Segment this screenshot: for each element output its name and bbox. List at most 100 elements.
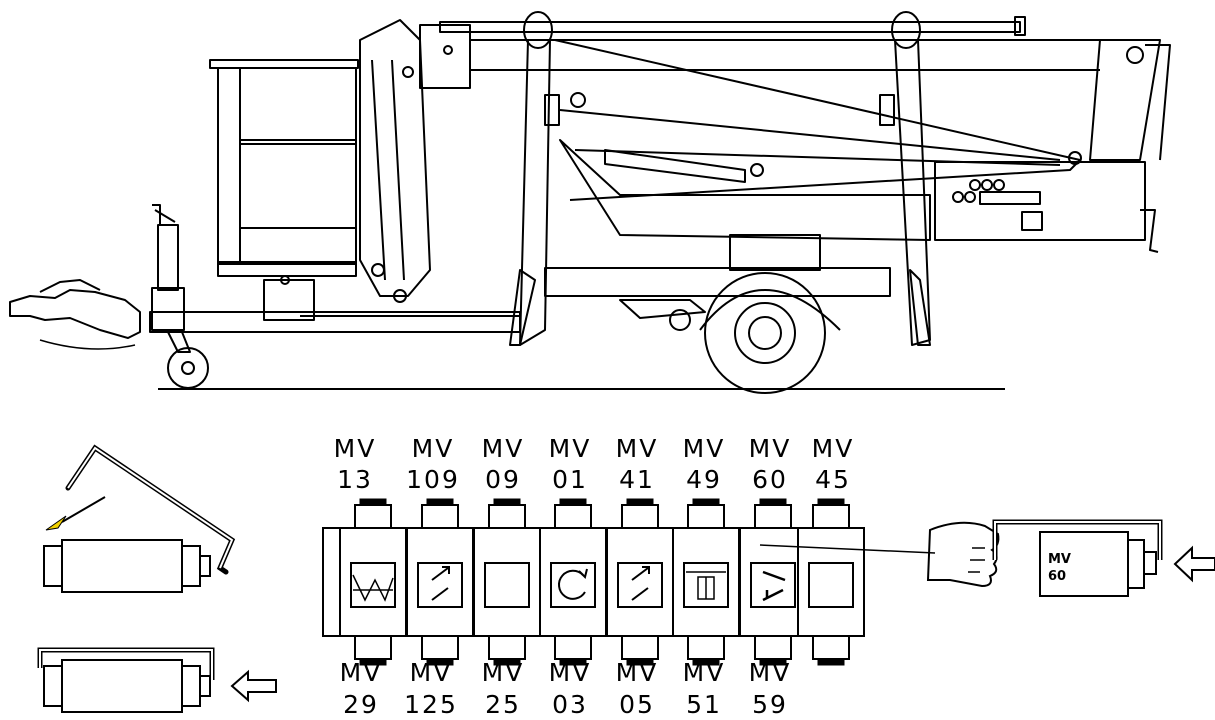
rotation-arrowhead	[578, 568, 588, 579]
valve-label-prefix: MV	[482, 658, 525, 687]
outrigger-lines	[686, 571, 726, 599]
coil-ribbing	[817, 658, 845, 666]
hitch-handle	[39, 279, 101, 293]
coil-ribbing	[692, 498, 720, 506]
valve-label-number: 29	[343, 690, 379, 719]
arrow-pictogram	[631, 566, 650, 601]
valve-label-number: 03	[552, 690, 588, 719]
lever-instruction-top	[43, 444, 236, 593]
trailer-lift-illustration	[9, 11, 1171, 394]
suspension	[619, 299, 706, 319]
arrow-pictogram	[431, 566, 450, 601]
coil-ribbing	[817, 498, 845, 506]
valve-label-number: 109	[406, 465, 460, 494]
valve-label-prefix: MV	[683, 658, 726, 687]
control-box	[934, 161, 1146, 241]
lever-instruction-bottom	[37, 647, 277, 713]
coil-ribbing	[359, 498, 387, 506]
rear-post-bracket	[879, 94, 895, 126]
coil-bottom	[354, 635, 392, 660]
coil-left-b	[43, 665, 63, 707]
front-post-bracket	[544, 94, 560, 126]
rear-arm-pin	[1126, 46, 1144, 64]
coil-right-a	[181, 545, 201, 587]
manual-coil	[1127, 539, 1145, 589]
coil-left-a	[43, 545, 63, 587]
manual-lever-side-inner	[994, 521, 1161, 560]
jockey-clamp	[151, 287, 185, 331]
blank-icon	[808, 562, 854, 608]
valve-label-number: 25	[485, 690, 521, 719]
lever-inner	[67, 446, 234, 569]
valve-label-prefix: MV	[482, 434, 525, 463]
jib-pin	[443, 45, 453, 55]
coil-ribbing	[426, 658, 454, 666]
boom-end-cap	[1014, 16, 1026, 36]
coil-bottom	[621, 635, 659, 660]
valve-section	[739, 498, 807, 666]
manual-override-instruction	[759, 519, 1215, 597]
coil-ribbing	[692, 658, 720, 666]
pivot-3	[393, 289, 407, 303]
coil-top	[488, 504, 526, 529]
valve-label-prefix: MV	[812, 434, 855, 463]
basket-top-rail	[209, 59, 359, 69]
coil-top	[421, 504, 459, 529]
valve-label-number: 13	[337, 465, 373, 494]
hitch-cable	[39, 339, 136, 350]
coil-ribbing	[493, 498, 521, 506]
manual-lever-icon	[65, 444, 236, 575]
valve-label-number: 51	[686, 690, 722, 719]
valve-body-side-b	[61, 659, 183, 713]
push-arrow-icon	[1173, 545, 1215, 583]
valve-label-prefix: MV	[334, 434, 377, 463]
valve-section	[473, 498, 541, 666]
manual-plug	[1143, 551, 1157, 575]
pointer-line	[759, 544, 936, 554]
rotation-arc	[558, 569, 586, 600]
valve-label-number: 125	[404, 690, 458, 719]
coil-ribbing	[559, 658, 587, 666]
front-post	[519, 39, 551, 346]
plug-a	[199, 555, 211, 577]
coil-bottom	[687, 635, 725, 660]
manual-tag-line1: MV	[1048, 552, 1071, 567]
coil-top	[354, 504, 392, 529]
main-wheel	[704, 272, 826, 394]
valve-section	[339, 498, 407, 666]
valve-label-prefix: MV	[340, 658, 383, 687]
valve-label-prefix: MV	[549, 434, 592, 463]
valve-section	[606, 498, 674, 666]
valve-label-number: 60	[752, 465, 788, 494]
valve-label-prefix: MV	[549, 658, 592, 687]
coil-top	[687, 504, 725, 529]
coil-top	[621, 504, 659, 529]
valve-label-number: 59	[752, 690, 788, 719]
blank-icon	[484, 562, 530, 608]
valve-label-number: 45	[815, 465, 851, 494]
valve-labels-top: MV 13 MV 109 MV 09 MV 01 MV 41 MV 49 MV …	[334, 434, 855, 494]
coil-ribbing	[426, 498, 454, 506]
pedestal-bolt	[280, 275, 290, 285]
coil-ribbing	[626, 498, 654, 506]
boom-cylinder	[604, 149, 746, 183]
coil-ribbing	[359, 658, 387, 666]
valve-label-number: 01	[552, 465, 588, 494]
valve-section	[539, 498, 607, 666]
cylinder-pin	[750, 163, 764, 177]
coil-ribbing	[759, 658, 787, 666]
main-wheel-hub	[748, 316, 782, 350]
valve-label-prefix: MV	[616, 434, 659, 463]
upper-boom	[439, 21, 1021, 33]
jockey-hub	[181, 361, 195, 375]
valve-label-prefix: MV	[749, 658, 792, 687]
rear-arm	[1089, 39, 1161, 161]
coil-ribbing	[493, 658, 521, 666]
tail-end	[1140, 209, 1159, 253]
chassis-drawbar	[149, 311, 521, 333]
valve-bank	[322, 498, 865, 666]
coil-bottom	[421, 635, 459, 660]
valve-section	[672, 498, 740, 666]
leveling-arm	[359, 19, 431, 297]
